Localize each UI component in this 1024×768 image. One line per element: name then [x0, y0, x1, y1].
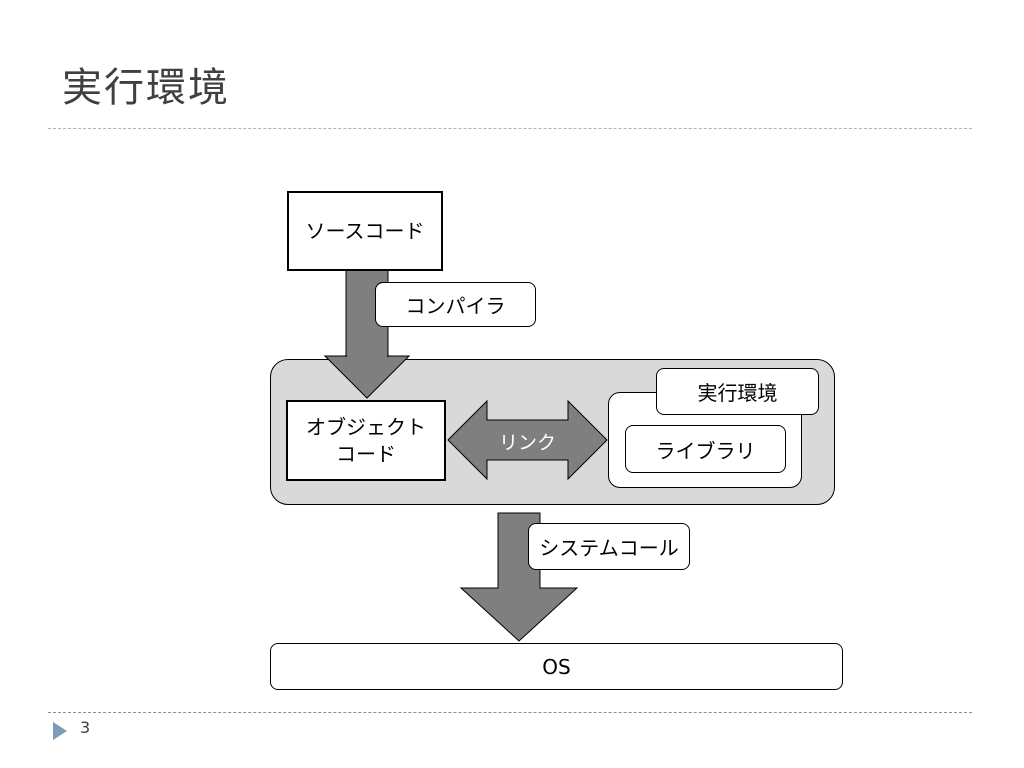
source-code-label: ソースコード	[305, 218, 425, 243]
system-call-label: システムコール	[539, 536, 679, 560]
source-code-box: ソースコード	[287, 191, 443, 271]
compiler-label: コンパイラ	[405, 294, 506, 318]
os-label: OS	[542, 654, 571, 679]
link-label: リンク	[498, 432, 556, 454]
runtime-env-label: 実行環境	[697, 381, 778, 405]
object-code-box: オブジェクト コード	[286, 400, 446, 481]
system-call-label-box: システムコール	[528, 523, 690, 570]
os-box: OS	[270, 643, 843, 690]
footer-divider	[48, 712, 972, 713]
library-label: ライブラリ	[655, 438, 756, 463]
runtime-env-label-box: 実行環境	[656, 368, 819, 415]
triangle-icon	[53, 722, 67, 740]
object-code-label-line1: オブジェクト	[306, 414, 426, 439]
object-code-label-line2: コード	[336, 441, 396, 466]
compiler-label-box: コンパイラ	[375, 282, 536, 327]
title-divider	[48, 128, 972, 129]
link-double-arrow-front	[447, 399, 608, 481]
page-number: 3	[80, 718, 91, 737]
library-box: ライブラリ	[625, 425, 786, 473]
compile-arrow-tip	[323, 355, 411, 399]
slide-title: 実行環境	[62, 65, 230, 111]
